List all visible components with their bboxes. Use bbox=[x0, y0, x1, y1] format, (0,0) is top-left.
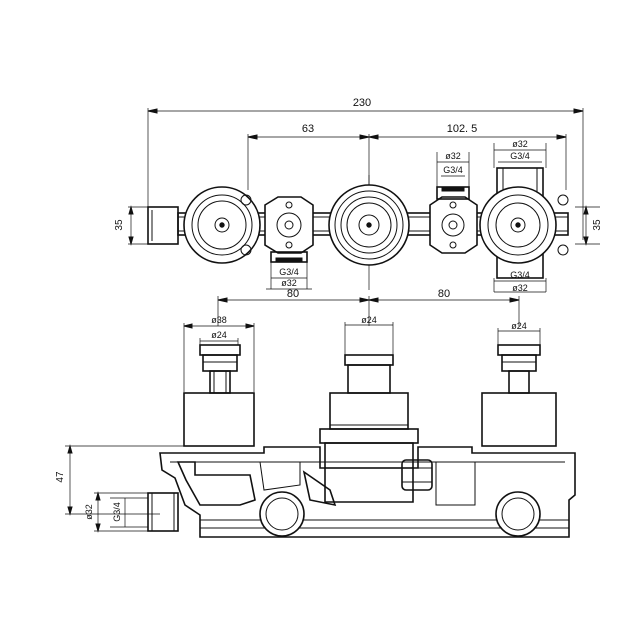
left-valve-stem-dia: ø24 bbox=[211, 330, 227, 340]
dim-height-label: 47 bbox=[55, 471, 66, 483]
right-bottom-port-thread: G3/4 bbox=[510, 270, 530, 280]
top-left-valve bbox=[183, 186, 261, 264]
dim-height-right-label: 35 bbox=[592, 219, 603, 231]
top-right-hex-fitting bbox=[429, 186, 478, 254]
callout-mid-top-port: ø32 G3/4 bbox=[436, 151, 470, 187]
left-bottom-port-dia: ø32 bbox=[281, 278, 297, 288]
front-right-valve bbox=[481, 344, 557, 447]
top-body bbox=[147, 167, 569, 279]
top-left-hex-fitting bbox=[264, 196, 314, 263]
front-center-valve bbox=[319, 354, 419, 469]
dim-right-span-label: 102. 5 bbox=[447, 123, 478, 135]
dim-valve-spacing: 80 80 bbox=[217, 288, 520, 326]
right-top-port-thread: G3/4 bbox=[510, 151, 530, 161]
callout-right-top-port: ø32 G3/4 bbox=[493, 139, 547, 168]
dim-front-height: 47 bbox=[55, 444, 184, 516]
callout-left-bottom-port: G3/4 ø32 bbox=[266, 262, 312, 290]
right-bottom-port-dia: ø32 bbox=[512, 283, 528, 293]
mid-top-port-thread: G3/4 bbox=[443, 165, 463, 175]
callout-right-bottom-port: G3/4 ø32 bbox=[493, 270, 547, 293]
front-left-valve bbox=[183, 344, 255, 447]
dim-overall-width-label: 230 bbox=[353, 97, 371, 109]
center-valve-stem-dia: ø24 bbox=[361, 315, 377, 325]
left-valve-body-dia: ø38 bbox=[211, 315, 227, 325]
left-bottom-port-thread: G3/4 bbox=[279, 267, 299, 277]
callout-right-valve: ø24 bbox=[497, 321, 541, 345]
side-port-thread-label: G3/4 bbox=[112, 502, 122, 522]
side-port-dia-label: ø32 bbox=[84, 504, 94, 520]
dim-left-span-label: 63 bbox=[302, 123, 314, 135]
top-center-valve bbox=[328, 175, 410, 266]
callout-center-valve: ø24 bbox=[344, 315, 394, 355]
front-view: 80 80 ø38 ø24 ø24 ø24 bbox=[55, 288, 576, 538]
callout-left-valve: ø38 ø24 bbox=[183, 315, 255, 392]
dim-left-spacing-label: 80 bbox=[287, 288, 299, 300]
right-valve-stem-dia: ø24 bbox=[511, 321, 527, 331]
dim-right-spacing-label: 80 bbox=[438, 288, 450, 300]
dim-side-port: ø32 G3/4 bbox=[84, 491, 148, 533]
mid-top-port-dia: ø32 bbox=[445, 151, 461, 161]
front-housing bbox=[147, 446, 576, 538]
right-top-port-dia: ø32 bbox=[512, 139, 528, 149]
dim-height-left-label: 35 bbox=[114, 219, 125, 231]
top-view: 230 63 102. 5 35 bbox=[114, 97, 603, 293]
top-right-valve bbox=[479, 167, 569, 279]
dim-top-heights: 35 35 bbox=[114, 205, 603, 246]
